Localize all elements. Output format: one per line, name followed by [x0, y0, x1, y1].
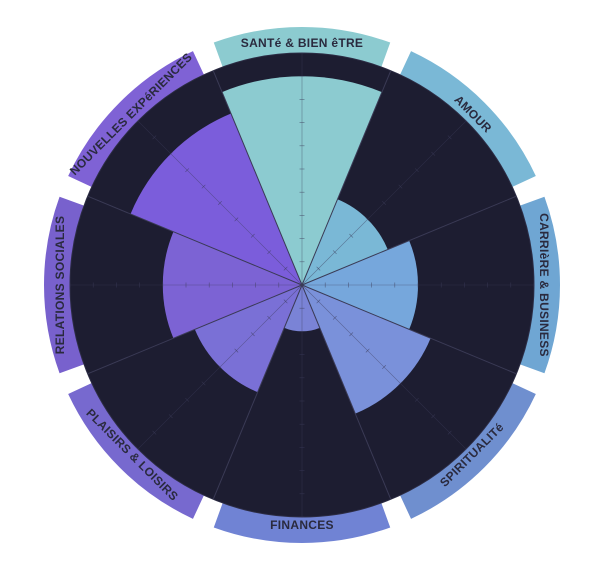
axis-tick — [234, 217, 239, 222]
axis-tick — [414, 168, 419, 173]
label-relations-sociales: RELATIONS SOCIALES — [53, 216, 67, 355]
axis-tick — [217, 200, 222, 205]
grid-spoke — [301, 284, 517, 375]
axis-tick — [152, 430, 157, 435]
grid-spoke — [301, 70, 392, 286]
radial-ticks — [69, 52, 535, 518]
axis-tick — [234, 348, 239, 353]
axis-tick — [185, 397, 190, 402]
axis-tick — [185, 168, 190, 173]
grid-spoke — [212, 284, 303, 500]
axis-tick — [135, 447, 140, 452]
axis-tick — [316, 299, 321, 304]
grid-spoke — [301, 284, 392, 500]
axis-tick — [152, 135, 157, 140]
axis-tick — [135, 118, 140, 123]
axis-tick — [332, 250, 337, 255]
axis-tick — [398, 184, 403, 189]
grid-spoke — [87, 195, 303, 286]
axis-tick — [464, 118, 469, 123]
label-carriere-business: CARRIèRE & BUSINESS — [537, 213, 551, 357]
axis-tick — [382, 200, 387, 205]
grid-spoke — [212, 70, 303, 286]
axis-tick — [382, 365, 387, 370]
grid-spoke — [87, 284, 303, 375]
axis-tick — [447, 430, 452, 435]
label-sante-bien-etre: SANTé & BIEN êTRE — [241, 36, 363, 50]
axis-tick — [201, 184, 206, 189]
axis-tick — [201, 381, 206, 386]
axis-tick — [283, 299, 288, 304]
label-finances: FINANCES — [270, 518, 334, 532]
axis-tick — [283, 266, 288, 271]
axis-tick — [267, 315, 272, 320]
axis-tick — [250, 332, 255, 337]
axis-tick — [365, 348, 370, 353]
grid-spoke — [301, 195, 517, 286]
axis-tick — [267, 250, 272, 255]
axis-tick — [349, 233, 354, 238]
axis-tick — [431, 151, 436, 156]
axis-tick — [250, 233, 255, 238]
axis-tick — [316, 266, 321, 271]
axis-tick — [464, 447, 469, 452]
axis-tick — [332, 315, 337, 320]
axis-tick — [398, 381, 403, 386]
axis-tick — [447, 135, 452, 140]
axis-tick — [431, 414, 436, 419]
axis-tick — [349, 332, 354, 337]
axis-tick — [168, 151, 173, 156]
axis-tick — [414, 397, 419, 402]
axis-tick — [365, 217, 370, 222]
axis-tick — [168, 414, 173, 419]
axis-tick — [217, 365, 222, 370]
